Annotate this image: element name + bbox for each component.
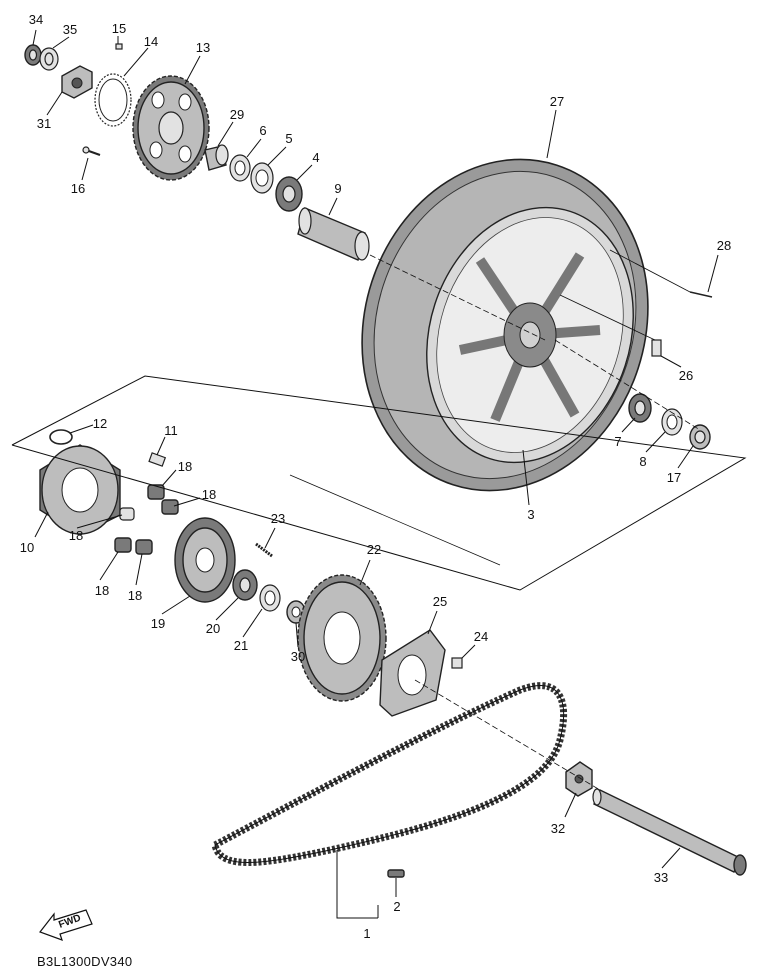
part-damper-18[interactable]: [114, 484, 179, 555]
part-master-link-2[interactable]: [387, 869, 405, 878]
part-carrier-19[interactable]: [174, 517, 236, 603]
callout-15: 15: [112, 21, 126, 36]
callout-14: 14: [144, 34, 158, 49]
callout-8: 8: [639, 454, 646, 469]
callout-22: 22: [367, 542, 381, 557]
callout-24: 24: [474, 629, 488, 644]
part-snap-ring-14[interactable]: [94, 73, 132, 127]
part-bearing-7[interactable]: [628, 393, 652, 423]
part-collar-17[interactable]: [689, 424, 711, 450]
callout-1: 1: [363, 926, 370, 941]
part-seal-6[interactable]: [229, 154, 251, 182]
callout-28: 28: [717, 238, 731, 253]
callout-20: 20: [206, 621, 220, 636]
callout-9: 9: [334, 181, 341, 196]
callout-27: 27: [550, 94, 564, 109]
part-seal-35[interactable]: [39, 47, 59, 71]
callout-34: 34: [29, 12, 43, 27]
part-bearing-4[interactable]: [275, 176, 303, 212]
callout-7: 7: [614, 434, 621, 449]
callout-6: 6: [259, 123, 266, 138]
callout-30: 30: [291, 649, 305, 664]
callout-13: 13: [196, 40, 210, 55]
callout-labels: 34 35 31 15 14 13 16 29 6 5 4 9 27 28 26…: [20, 12, 731, 941]
part-bolt-16[interactable]: [82, 146, 101, 156]
part-collar-29[interactable]: [204, 144, 229, 171]
callout-18e: 18: [128, 588, 142, 603]
part-chain-1[interactable]: [211, 682, 568, 866]
callout-10: 10: [20, 540, 34, 555]
callout-18c: 18: [69, 528, 83, 543]
callout-23: 23: [271, 511, 285, 526]
part-clutch-hub-10[interactable]: [39, 444, 121, 536]
callout-33: 33: [654, 870, 668, 885]
callout-4: 4: [312, 150, 319, 165]
callout-31: 31: [37, 116, 51, 131]
callout-12: 12: [93, 416, 107, 431]
callout-21: 21: [234, 638, 248, 653]
callout-35: 35: [63, 22, 77, 37]
leader-lines: [11, 29, 747, 919]
callout-26: 26: [679, 368, 693, 383]
part-bearing-34[interactable]: [24, 44, 42, 66]
callout-29: 29: [230, 107, 244, 122]
part-circlip-12[interactable]: [49, 429, 73, 445]
callout-18b: 18: [202, 487, 216, 502]
callout-18d: 18: [95, 583, 109, 598]
part-nut-24[interactable]: [451, 657, 463, 669]
callout-3: 3: [527, 507, 534, 522]
part-seal-5[interactable]: [250, 162, 274, 194]
part-seal-8[interactable]: [661, 408, 683, 436]
callout-18a: 18: [178, 459, 192, 474]
fwd-arrow-icon: FWD: [39, 909, 93, 941]
callout-2: 2: [393, 899, 400, 914]
diagram-code: B3L1300DV340: [37, 954, 132, 969]
part-sprocket-13[interactable]: [132, 75, 210, 181]
part-bearing-20[interactable]: [232, 569, 258, 601]
callout-16: 16: [71, 181, 85, 196]
callout-17: 17: [667, 470, 681, 485]
part-pin-15[interactable]: [115, 43, 123, 50]
part-bolt-11[interactable]: [148, 452, 167, 467]
callout-19: 19: [151, 616, 165, 631]
callout-25: 25: [433, 594, 447, 609]
callout-32: 32: [551, 821, 565, 836]
part-valve-28[interactable]: [689, 291, 713, 298]
part-bolt-26[interactable]: [651, 339, 662, 357]
part-sprocket-22[interactable]: [297, 574, 387, 702]
part-wheel-3[interactable]: [395, 180, 666, 489]
part-adjuster-block-32[interactable]: [565, 761, 593, 797]
part-spacer-9[interactable]: [297, 207, 370, 261]
part-spacer-21[interactable]: [259, 584, 281, 612]
part-stud-23[interactable]: [255, 542, 273, 558]
callout-5: 5: [285, 131, 292, 146]
part-axle-33[interactable]: [592, 788, 747, 876]
part-guard-25[interactable]: [379, 629, 446, 717]
part-adjuster-block-31[interactable]: [61, 65, 93, 99]
callout-11: 11: [164, 423, 178, 438]
